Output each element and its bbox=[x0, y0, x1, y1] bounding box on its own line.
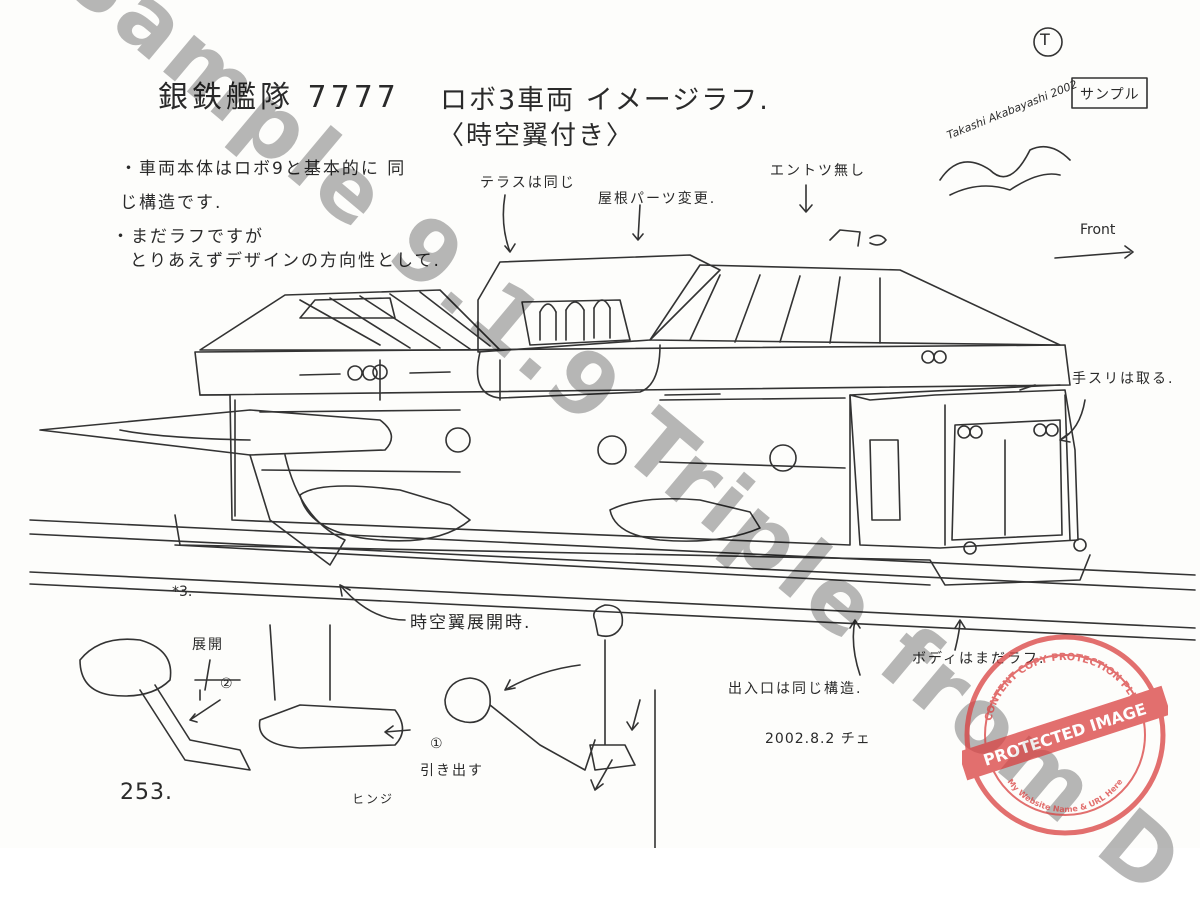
svg-text:My Website Name & URL Here: My Website Name & URL Here bbox=[1005, 777, 1124, 814]
note-step: 出入口は同じ構造. bbox=[728, 681, 863, 697]
stamp-inner-text: My Website Name & URL Here bbox=[1005, 777, 1124, 814]
front-label: Front bbox=[1080, 222, 1116, 238]
corner-mark: T bbox=[1040, 30, 1052, 49]
sheet-heading: ロボ3車両 イメージラフ. bbox=[440, 85, 770, 116]
note-terrace: テラスは同じ bbox=[480, 175, 576, 191]
note-step-two: ② bbox=[220, 676, 235, 692]
note-pull-out: 引き出す bbox=[420, 763, 484, 779]
note-handrail: 手スリは取る. bbox=[1072, 371, 1175, 387]
note-wing-deployed: 時空翼展開時. bbox=[410, 613, 532, 633]
note-roof: 屋根パーツ変更. bbox=[598, 191, 717, 207]
stamp-band-text: PROTECTED IMAGE bbox=[981, 699, 1149, 770]
corner-box-label: サンプル bbox=[1080, 87, 1140, 103]
note-body-same: ・車両本体はロボ9と基本的に 同じ構造です. bbox=[120, 159, 407, 213]
note-step-one: ① bbox=[430, 736, 445, 752]
concept-sketch-sheet: 銀鉄艦隊 7777 ロボ3車両 イメージラフ. 〈時空翼付き〉 T サンプル ・… bbox=[29, 0, 1200, 917]
note-deploy: 展開 bbox=[192, 637, 224, 653]
train-sketch bbox=[29, 27, 1196, 848]
protected-image-stamp: CONTENT COPY PROTECTION PLUGIN PROTECTED… bbox=[962, 634, 1168, 836]
sheet-subheading: 〈時空翼付き〉 bbox=[438, 121, 635, 151]
page-number: 253. bbox=[120, 780, 173, 805]
note-chimney: エントツ無し bbox=[770, 163, 866, 179]
note-num: *3. bbox=[172, 584, 193, 600]
sheet-title: 銀鉄艦隊 7777 bbox=[158, 80, 400, 115]
note-rough-line2: とりあえずデザインの方向性として. bbox=[130, 251, 441, 271]
note-hinge: ヒンジ bbox=[352, 792, 395, 806]
note-rough-line1: ・まだラフですが bbox=[112, 227, 264, 247]
note-date: 2002.8.2 チェ bbox=[765, 731, 871, 747]
